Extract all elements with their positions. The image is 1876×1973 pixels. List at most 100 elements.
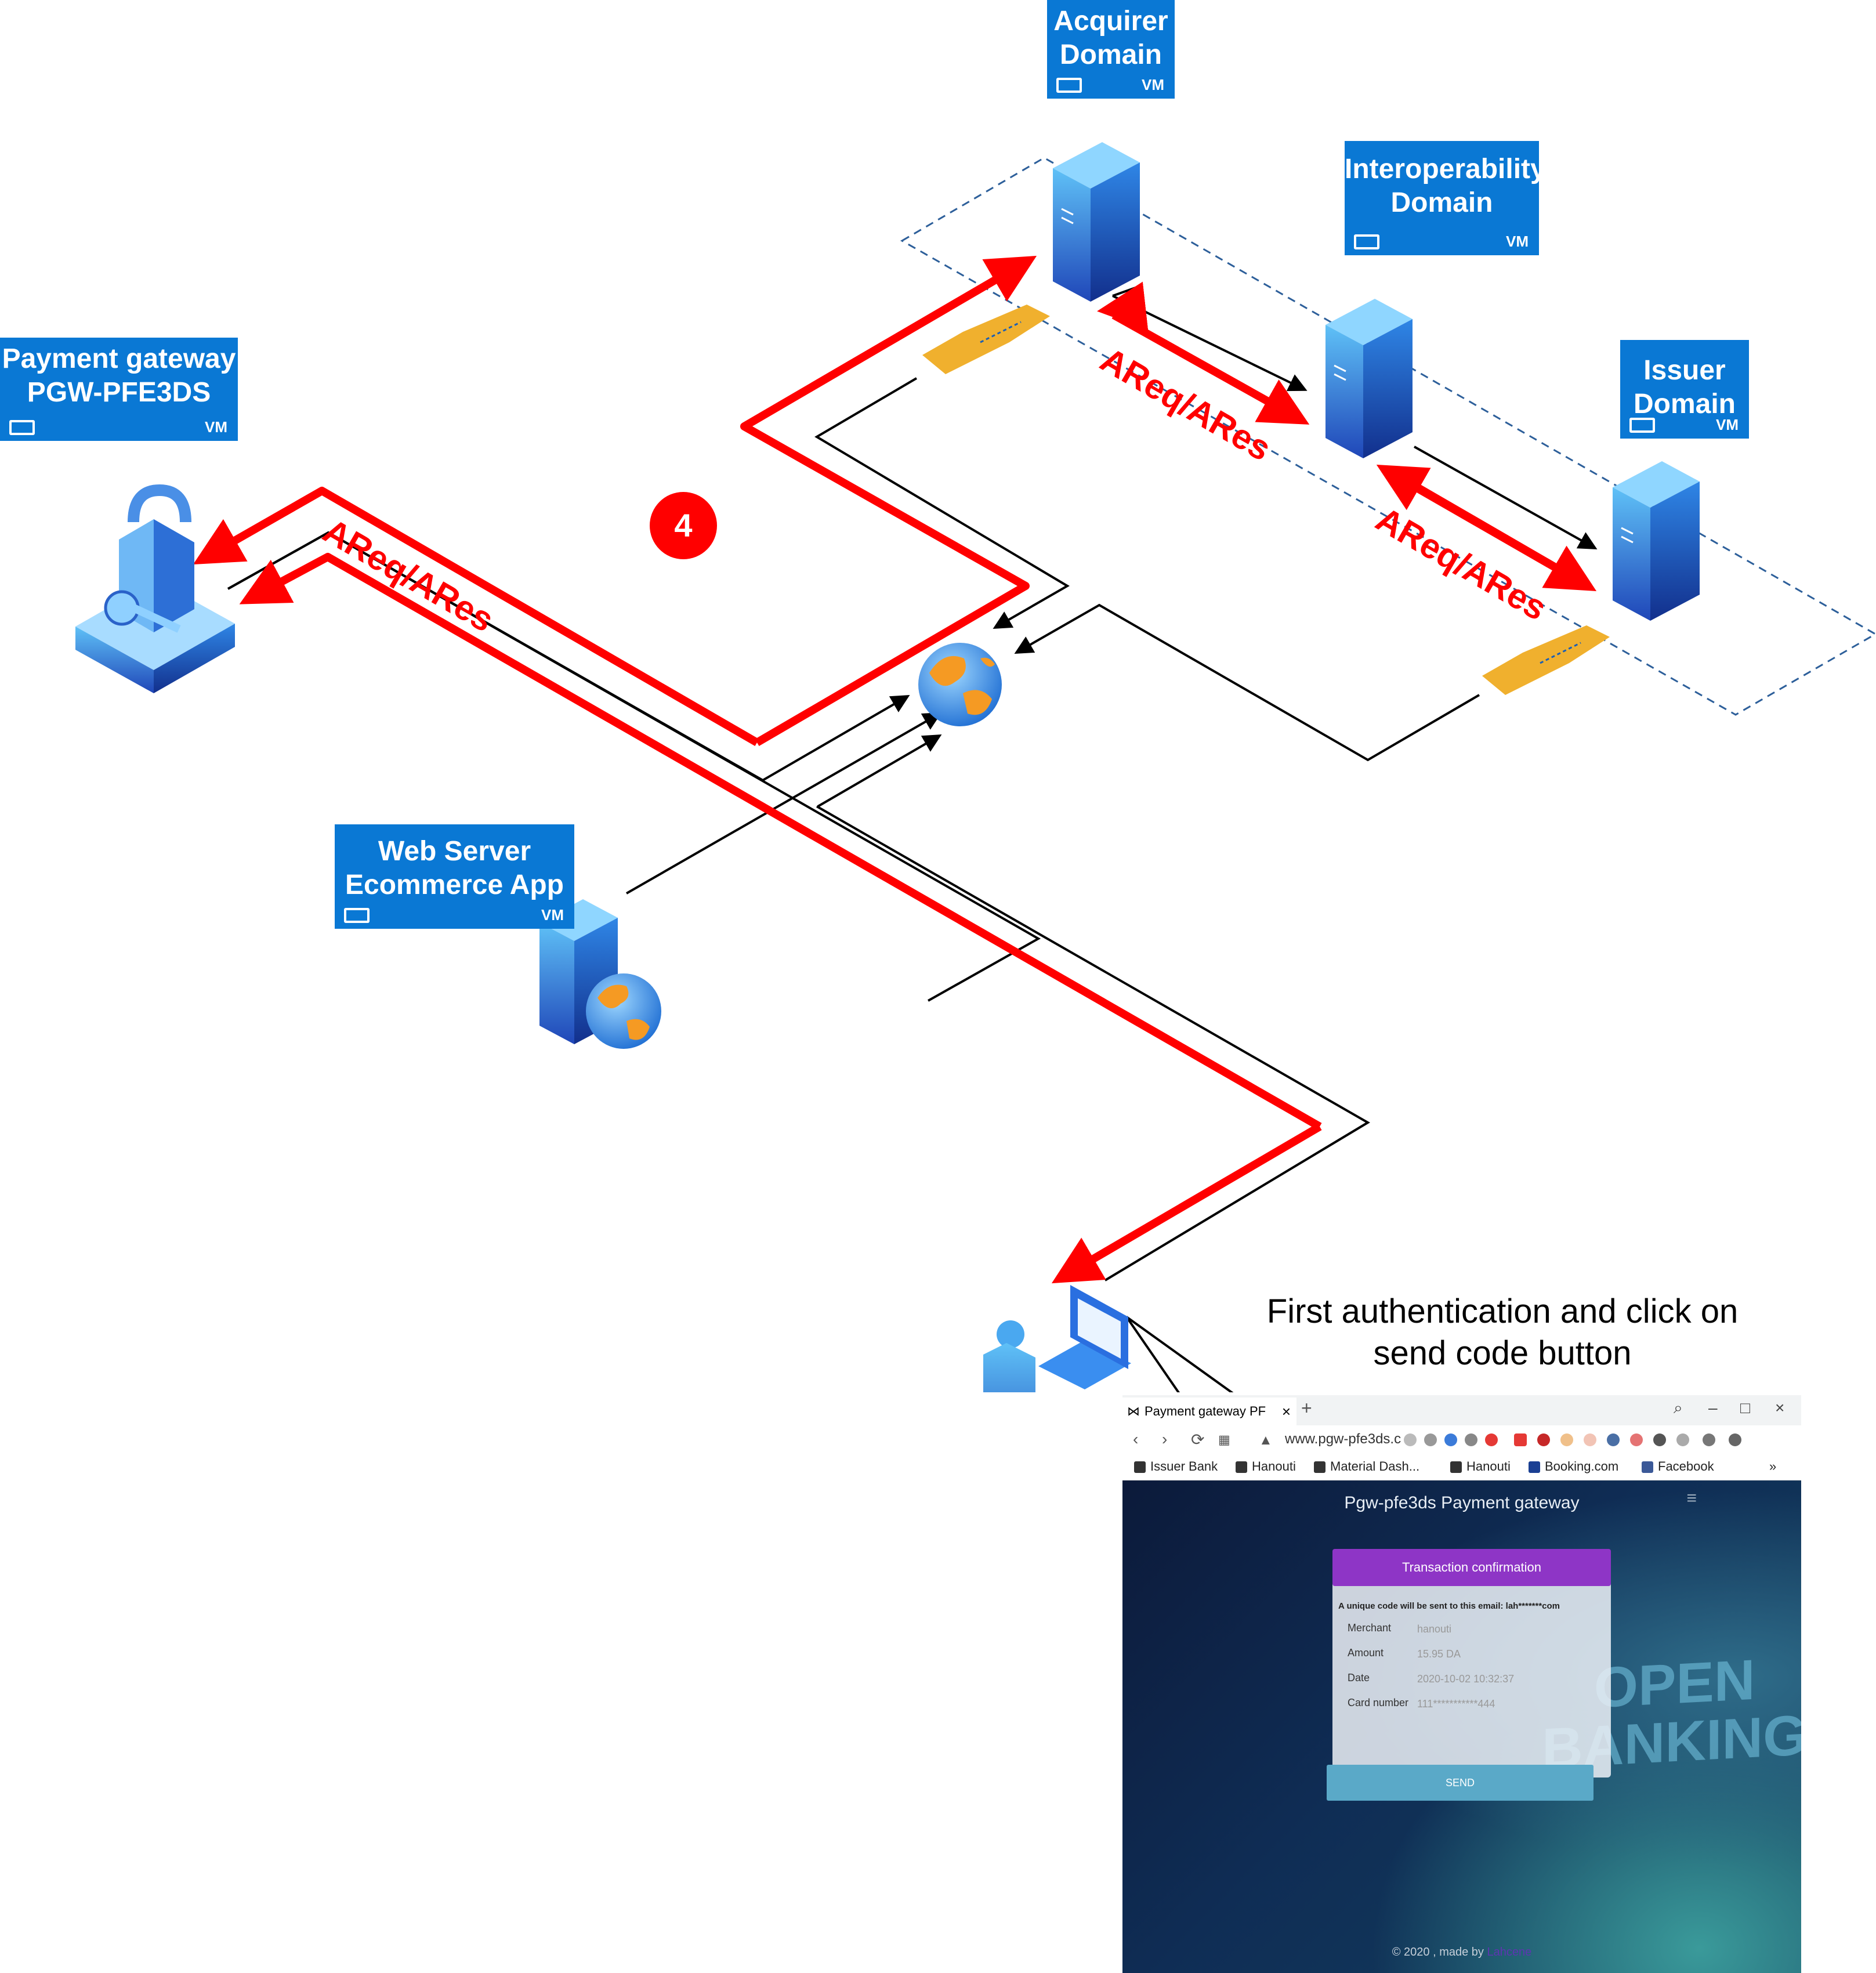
vm-label-acquirer: Acquirer Domain VM	[1047, 0, 1175, 99]
row-label-merchant: Merchant	[1348, 1622, 1392, 1634]
download-icon[interactable]	[1703, 1433, 1715, 1446]
card-header: Transaction confirmation	[1332, 1549, 1611, 1586]
tab-bar: ⋈ Payment gateway PF × + ⌕ – □ ×	[1122, 1395, 1801, 1425]
bookmark-icon	[1236, 1461, 1247, 1474]
caption-line-2: send code button	[1373, 1334, 1632, 1372]
menu-icon[interactable]	[1729, 1433, 1741, 1446]
extension-icon[interactable]	[1537, 1433, 1550, 1446]
row-value-card-number: 111***********444	[1417, 1698, 1495, 1710]
label-line-2: PGW-PFE3DS	[27, 377, 211, 408]
user-with-laptop-icon	[983, 1285, 1131, 1392]
vm-tag: VM	[1716, 416, 1739, 433]
close-window-icon[interactable]: ×	[1775, 1399, 1785, 1417]
minimize-icon[interactable]: –	[1708, 1399, 1718, 1417]
new-tab-button[interactable]: +	[1301, 1398, 1312, 1418]
server-webserver	[539, 899, 661, 1049]
payment-gateway-lock-icon	[75, 484, 235, 715]
bookmark[interactable]: Facebook	[1642, 1459, 1714, 1474]
warning-icon: ▲	[1259, 1432, 1273, 1448]
monitor-icon	[1629, 418, 1655, 433]
payment-page: Pgw-pfe3ds Payment gateway ≡ OPEN BANKIN…	[1122, 1480, 1801, 1973]
extension-icon[interactable]	[1607, 1433, 1620, 1446]
hamburger-menu-icon[interactable]: ≡	[1686, 1489, 1697, 1508]
nav-bar: ‹ › ⟳ ▦ ▲ www.pgw-pfe3ds.c	[1122, 1425, 1801, 1454]
tab-favicon-icon: ⋈	[1127, 1404, 1140, 1418]
row-label-card-number: Card number	[1348, 1697, 1409, 1708]
vm-label-payment-gateway: Payment gateway PGW-PFE3DS VM	[0, 338, 238, 441]
monitor-icon	[9, 420, 35, 435]
row-label-amount: Amount	[1348, 1647, 1384, 1659]
browser-tab[interactable]: ⋈ Payment gateway PF ×	[1122, 1398, 1296, 1425]
step-marker	[650, 492, 717, 559]
back-icon[interactable]: ‹	[1133, 1430, 1139, 1448]
footer-text: © 2020 , made by	[1392, 1946, 1484, 1958]
transaction-card: Transaction confirmation A unique code w…	[1327, 1549, 1611, 1801]
caption-line-1: First authentication and click on	[1266, 1293, 1739, 1330]
row-value-amount: 15.95 DA	[1417, 1648, 1461, 1660]
bookmark[interactable]: Booking.com	[1529, 1459, 1618, 1474]
internet-globe-icon	[918, 643, 1002, 726]
search-icon[interactable]: ⌕	[1674, 1399, 1683, 1417]
step-number: 4	[674, 507, 693, 544]
vm-tag: VM	[205, 418, 227, 436]
server-interoperability	[1325, 299, 1413, 458]
bookmark-icon	[1314, 1461, 1325, 1474]
monitor-icon	[1354, 234, 1379, 249]
extension-icon[interactable]	[1630, 1433, 1643, 1446]
label-line-1: Payment gateway	[2, 343, 236, 374]
extension-icon[interactable]	[1584, 1433, 1596, 1446]
reload-icon[interactable]: ⟳	[1191, 1431, 1205, 1449]
label-line-1: Issuer	[1643, 355, 1726, 386]
grid-icon[interactable]: ▦	[1218, 1432, 1230, 1447]
booking-icon	[1529, 1461, 1540, 1474]
browser-window: ⋈ Payment gateway PF × + ⌕ – □ × ‹ › ⟳ ▦…	[1122, 1395, 1801, 1973]
bookmark-icon	[1134, 1461, 1146, 1474]
caption: First authentication and click on send c…	[1207, 1291, 1798, 1374]
shield-icon[interactable]	[1444, 1433, 1457, 1446]
label-line-2: Domain	[1390, 187, 1493, 218]
bookmark[interactable]: Issuer Bank	[1134, 1459, 1218, 1474]
bookmarks-bar: Issuer Bank Hanouti Material Dash... Han…	[1122, 1454, 1801, 1480]
send-icon[interactable]	[1465, 1433, 1477, 1446]
address-bar[interactable]: www.pgw-pfe3ds.c	[1285, 1431, 1401, 1447]
server-issuer	[1613, 461, 1700, 621]
network-diagram	[75, 142, 1876, 1392]
page-title: Pgw-pfe3ds Payment gateway	[1344, 1493, 1580, 1512]
extension-icon[interactable]	[1653, 1433, 1666, 1446]
facebook-icon	[1642, 1461, 1653, 1474]
monitor-icon	[344, 908, 370, 923]
label-line-1: Acquirer	[1053, 6, 1168, 37]
bookmark[interactable]: Material Dash...	[1314, 1459, 1419, 1474]
label-line-2: Ecommerce App	[345, 870, 564, 900]
vm-tag: VM	[1142, 76, 1164, 93]
bookmark[interactable]: Hanouti	[1236, 1459, 1296, 1474]
vm-tag: VM	[1506, 233, 1529, 250]
row-value-merchant: hanouti	[1417, 1623, 1452, 1635]
maximize-icon[interactable]: □	[1740, 1399, 1750, 1417]
firewall-issuer	[1482, 625, 1610, 695]
page-footer: © 2020 , made by Lahcene	[1122, 1946, 1801, 1959]
camera-icon[interactable]	[1424, 1433, 1437, 1446]
tab-title: Payment gateway PF	[1145, 1404, 1266, 1418]
footer-author-link[interactable]: Lahcene	[1487, 1946, 1532, 1958]
forward-icon[interactable]: ›	[1162, 1430, 1168, 1448]
close-tab-icon[interactable]: ×	[1281, 1403, 1291, 1420]
heart-icon[interactable]	[1485, 1433, 1498, 1446]
extension-icon[interactable]	[1560, 1433, 1573, 1446]
label-line-1: Web Server	[378, 836, 531, 867]
send-button[interactable]: SEND	[1327, 1765, 1593, 1801]
more-bookmarks-icon[interactable]: »	[1769, 1459, 1777, 1474]
vm-label-webserver: Web Server Ecommerce App VM	[335, 824, 574, 929]
monitor-icon	[1056, 78, 1082, 93]
label-line-2: Domain	[1633, 389, 1736, 419]
youtube-icon[interactable]	[1514, 1433, 1527, 1446]
domains-dashed-boundary	[900, 157, 1876, 716]
bookmark-icon	[1450, 1461, 1462, 1474]
email-notice: A unique code will be sent to this email…	[1338, 1601, 1560, 1611]
extension-icon[interactable]	[1404, 1433, 1417, 1446]
red-areq-ares-flows	[193, 255, 1597, 1284]
server-acquirer	[1053, 142, 1140, 302]
bookmark[interactable]: Hanouti	[1450, 1459, 1511, 1474]
cube-icon[interactable]	[1676, 1433, 1689, 1446]
firewall-acquirer	[922, 305, 1050, 374]
